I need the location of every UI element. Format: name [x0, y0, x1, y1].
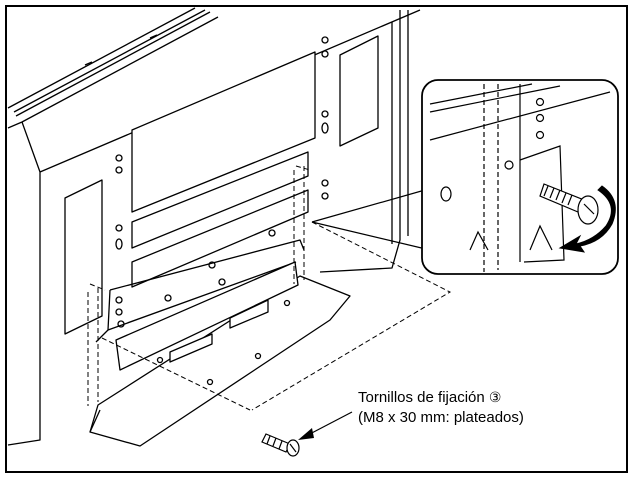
callout-line-2: (M8 x 30 mm: plateados) [358, 409, 524, 426]
stand-bracket [89, 261, 351, 447]
loose-screw [261, 433, 300, 457]
leader-arrow [298, 411, 353, 440]
guide-lines [87, 165, 452, 411]
screw-callout: Tornillos de fijación ③ (M8 x 30 mm: pla… [358, 388, 598, 427]
callout-line-1: Tornillos de fijación ③ [358, 388, 598, 408]
tv-back-panel [7, 7, 421, 446]
part-number-marker: ③ [488, 390, 502, 406]
detail-inset [311, 79, 619, 275]
callout-title: Tornillos de fijación [358, 389, 485, 406]
rotation-arrow-icon [558, 185, 616, 253]
inset-screw [539, 183, 599, 225]
